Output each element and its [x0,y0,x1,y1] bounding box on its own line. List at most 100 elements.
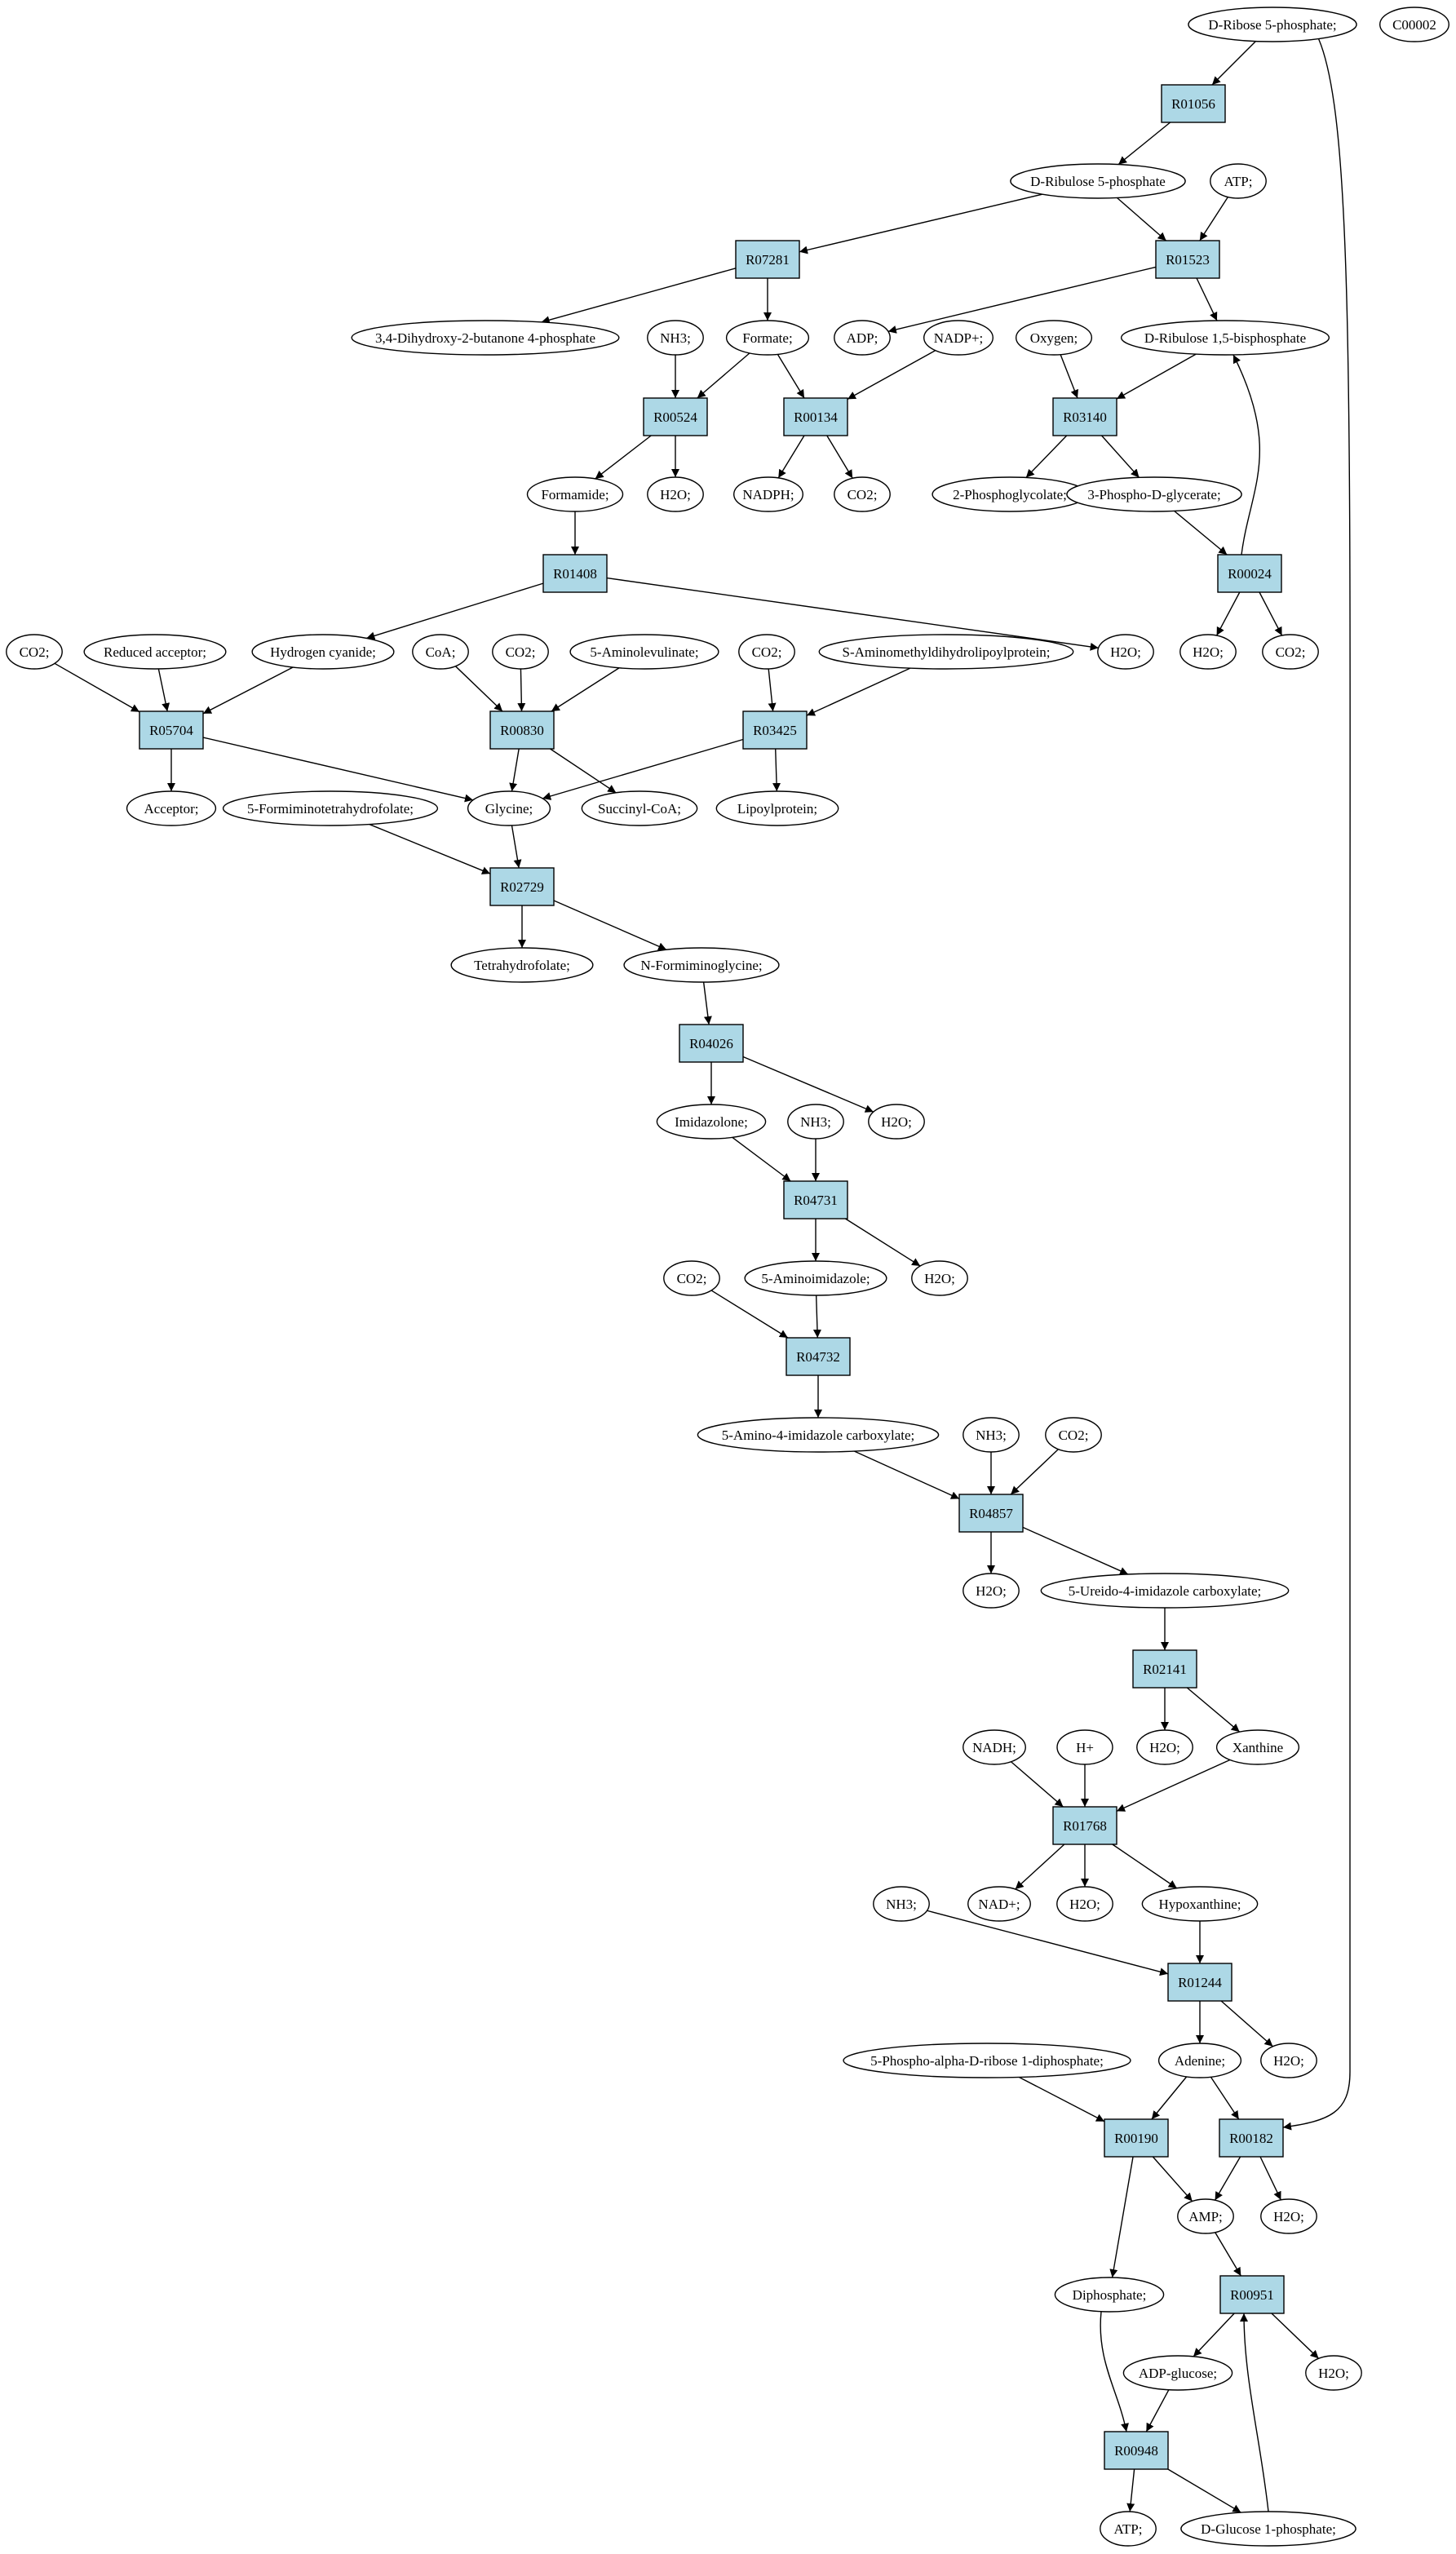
compound-node-h2o[interactable]: H2O; [1136,1729,1193,1765]
compound-node-xanthine[interactable]: Xanthine [1215,1729,1300,1765]
reaction-node-r04026[interactable]: R04026 [679,1024,744,1063]
reaction-node-r01056[interactable]: R01056 [1161,84,1226,123]
compound-node-succinyl-coa[interactable]: Succinyl-CoA; [581,790,698,826]
compound-node-h2o[interactable]: H2O; [1260,2198,1317,2234]
compound-node-5-aminolevulinate[interactable]: 5-Aminolevulinate; [569,634,719,670]
reaction-node-r02141[interactable]: R02141 [1132,1649,1197,1689]
compound-ellipse [715,790,839,826]
compound-node-nadph[interactable]: NADPH; [733,476,804,512]
compound-node-2-phosphoglycolate[interactable]: 2-Phosphoglycolate; [932,476,1088,512]
reaction-node-r00951[interactable]: R00951 [1219,2275,1285,2314]
compound-node-nad[interactable]: NAD+; [967,1886,1031,1922]
compound-node-imidazolone[interactable]: Imidazolone; [656,1104,767,1140]
reaction-node-r00190[interactable]: R00190 [1104,2118,1169,2158]
compound-node-n-formiminoglycine[interactable]: N-Formiminoglycine; [623,947,780,983]
compound-node-amp[interactable]: AMP; [1177,2198,1234,2234]
compound-node-c00002[interactable]: C00002 [1379,7,1449,42]
compound-node-5-amino-4-imidazole-carboxylate[interactable]: 5-Amino-4-imidazole carboxylate; [697,1417,940,1453]
compound-node-h2o[interactable]: H2O; [868,1104,925,1140]
reaction-node-r04731[interactable]: R04731 [783,1180,848,1219]
compound-node-5-aminoimidazole[interactable]: 5-Aminoimidazole; [744,1260,887,1296]
node-label: 3-Phospho-D-glycerate; [1087,487,1220,502]
compound-node-diphosphate[interactable]: Diphosphate; [1054,2277,1165,2313]
compound-node-3-4-dihydroxy-2-butanone-4-phosphate[interactable]: 3,4-Dihydroxy-2-butanone 4-phosphate [351,320,620,356]
compound-node-h2o[interactable]: H2O; [1056,1886,1113,1922]
reaction-node-r01523[interactable]: R01523 [1155,240,1220,279]
compound-node-co2[interactable]: CO2; [1045,1417,1102,1453]
compound-node-h2o[interactable]: H2O; [1260,2043,1317,2078]
reaction-node-r00134[interactable]: R00134 [783,397,848,436]
compound-node-acceptor[interactable]: Acceptor; [126,790,217,826]
compound-node-co2[interactable]: CO2; [1262,634,1319,670]
compound-node-nh3[interactable]: NH3; [963,1417,1020,1453]
compound-node-h[interactable]: H+ [1056,1729,1113,1765]
compound-node-nadh[interactable]: NADH; [963,1729,1026,1765]
edge-c_samdlp-to-r_R03425 [806,667,911,716]
compound-node-hydrogen-cyanide[interactable]: Hydrogen cyanide; [251,634,395,670]
compound-node-co2[interactable]: CO2; [834,476,891,512]
compound-node-adenine[interactable]: Adenine; [1157,2043,1242,2078]
compound-node-co2[interactable]: CO2; [663,1260,720,1296]
compound-node-nh3[interactable]: NH3; [787,1104,844,1140]
compound-node-d-ribose-5-phosphate[interactable]: D-Ribose 5-phosphate; [1188,7,1357,42]
compound-node-hypoxanthine[interactable]: Hypoxanthine; [1141,1886,1259,1922]
compound-node-atp[interactable]: ATP; [1210,163,1267,199]
compound-node-adp[interactable]: ADP; [834,320,891,356]
reaction-node-r03140[interactable]: R03140 [1052,397,1117,436]
compound-node-formamide[interactable]: Formamide; [526,476,624,512]
compound-node-co2[interactable]: CO2; [738,634,795,670]
compound-node-d-ribulose-1-5-bisphosphate[interactable]: D-Ribulose 1,5-bisphosphate [1120,320,1330,356]
compound-node-nadp[interactable]: NADP+; [923,320,994,356]
compound-node-h2o[interactable]: H2O; [1179,634,1237,670]
node-label: 2-Phosphoglycolate; [953,487,1067,502]
reaction-node-r01408[interactable]: R01408 [542,554,608,593]
compound-node-5-formiminotetrahydrofolate[interactable]: 5-Formiminotetrahydrofolate; [222,790,439,826]
compound-ellipse [1122,2355,1233,2391]
node-label: R04857 [969,1506,1013,1521]
reaction-node-r00524[interactable]: R00524 [643,397,708,436]
compound-node-formate[interactable]: Formate; [725,320,810,356]
compound-node-h2o[interactable]: H2O; [963,1573,1020,1609]
compound-node-lipoylprotein[interactable]: Lipoylprotein; [715,790,839,826]
compound-node-s-aminomethyldihydrolipoylprotein[interactable]: S-Aminomethyldihydrolipoylprotein; [818,634,1074,670]
compound-node-d-ribulose-5-phosphate[interactable]: D-Ribulose 5-phosphate [1010,163,1186,199]
compound-node-tetrahydrofolate[interactable]: Tetrahydrofolate; [450,947,594,983]
reaction-node-r00830[interactable]: R00830 [489,710,555,750]
reaction-node-r01768[interactable]: R01768 [1052,1806,1117,1845]
compound-node-h2o[interactable]: H2O; [1305,2355,1362,2391]
compound-node-d-glucose-1-phosphate[interactable]: D-Glucose 1-phosphate; [1180,2511,1356,2547]
reaction-node-r00024[interactable]: R00024 [1217,554,1282,593]
compound-node-co2[interactable]: CO2; [492,634,549,670]
compound-node-h2o[interactable]: H2O; [647,476,704,512]
reaction-node-r02729[interactable]: R02729 [489,867,555,906]
compound-node-nh3[interactable]: NH3; [873,1886,930,1922]
node-label: H2O; [1110,644,1141,660]
compound-node-5-ureido-4-imidazole-carboxylate[interactable]: 5-Ureido-4-imidazole carboxylate; [1040,1573,1290,1609]
reaction-node-r00948[interactable]: R00948 [1104,2431,1169,2470]
node-layer: D-Ribose 5-phosphate; C00002R01056D-Ribul… [6,7,1449,2547]
compound-node-h2o[interactable]: H2O; [1097,634,1154,670]
compound-ellipse [1136,1729,1193,1765]
compound-node-h2o[interactable]: H2O; [911,1260,968,1296]
reaction-node-r04732[interactable]: R04732 [786,1337,851,1376]
node-label: NAD+; [978,1897,1020,1912]
compound-node-reduced-acceptor[interactable]: Reduced acceptor; [83,634,227,670]
reaction-node-r03425[interactable]: R03425 [742,710,808,750]
node-label: H2O; [1069,1897,1100,1912]
reaction-node-r07281[interactable]: R07281 [735,240,800,279]
compound-node-5-phospho-alpha-d-ribose-1-diphosphate[interactable]: 5-Phospho-alpha-D-ribose 1-diphosphate; [843,2043,1131,2078]
node-label: Glycine; [485,801,533,817]
compound-node-atp[interactable]: ATP; [1100,2511,1157,2547]
reaction-node-r00182[interactable]: R00182 [1219,2118,1284,2158]
compound-node-coa[interactable]: CoA; [412,634,469,670]
compound-node-adp-glucose[interactable]: ADP-glucose; [1122,2355,1233,2391]
reaction-node-r05704[interactable]: R05704 [139,710,204,750]
compound-node-oxygen[interactable]: Oxygen; [1015,320,1093,356]
reaction-node-r01244[interactable]: R01244 [1167,1963,1233,2002]
node-label: H2O; [976,1583,1007,1599]
reaction-node-r04857[interactable]: R04857 [958,1494,1024,1533]
compound-node-co2[interactable]: CO2; [6,634,63,670]
compound-node-nh3[interactable]: NH3; [647,320,704,356]
compound-node-3-phospho-d-glycerate[interactable]: 3-Phospho-D-glycerate; [1066,476,1242,512]
compound-node-glycine[interactable]: Glycine; [467,790,551,826]
